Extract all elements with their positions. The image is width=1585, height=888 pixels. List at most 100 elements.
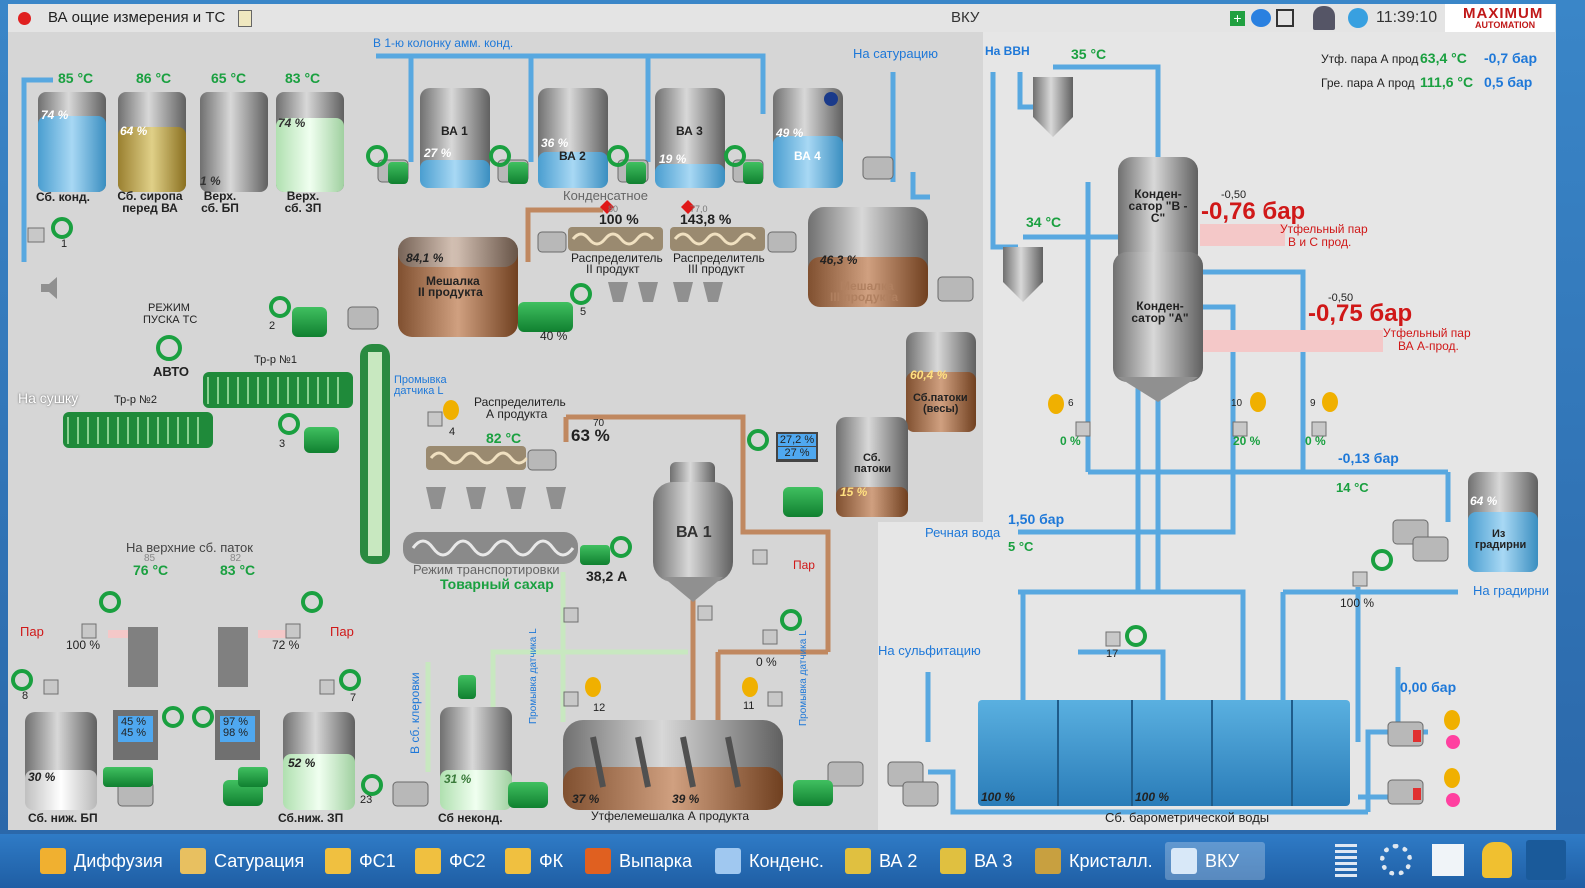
va3-icon (940, 848, 966, 874)
steam-row2-pressure: 0,5 бар (1484, 74, 1533, 90)
tank-bp-pct: 30 % (28, 770, 56, 784)
trend-icon[interactable] (1432, 844, 1464, 876)
taskbar-fs2[interactable]: ФС2 (415, 842, 486, 880)
tank-bp-name: Сб. ниж. БП (28, 811, 98, 825)
conveyor-1[interactable] (203, 372, 353, 408)
molasses-scale-tank[interactable] (906, 332, 976, 432)
va2-icon (845, 848, 871, 874)
tank-upper-bp[interactable] (200, 92, 268, 192)
tank-lower-bp[interactable] (25, 712, 97, 810)
tank0-pct: 74 % (41, 108, 69, 122)
telegram-icon[interactable] (1348, 8, 1368, 28)
taskbar: Диффузия Сатурация ФС1 ФС2 ФК Выпарка Ко… (0, 834, 1585, 888)
tank1-name: Сб. сиропа перед ВА (117, 189, 183, 215)
tank-upper-zp[interactable] (276, 92, 344, 192)
condenser-vs[interactable] (1118, 157, 1198, 267)
tank-syrup-va[interactable] (118, 92, 186, 192)
tank-sb-kond[interactable] (38, 92, 106, 192)
screw-distributor-2[interactable] (568, 227, 663, 251)
dist2-name2: II продукт (586, 262, 640, 276)
va3-pct: 19 % (659, 152, 687, 166)
tank-zp-name: Сб.ниж. ЗП (278, 811, 344, 825)
taskbar-crystallization[interactable]: Кристалл. (1035, 842, 1153, 880)
network-icon[interactable] (1276, 9, 1294, 27)
line-river-water: Речная вода (925, 525, 1001, 540)
taskbar-fk[interactable]: ФК (505, 842, 563, 880)
mode-label2: ПУСКА ТС (143, 314, 198, 326)
taskbar-va3[interactable]: ВА 3 (940, 842, 1012, 880)
distA-temp: 82 °C (486, 430, 522, 446)
taskbar-va2[interactable]: ВА 2 (845, 842, 917, 880)
valve9-id: 9 (1310, 398, 1316, 409)
operator-icon[interactable] (1313, 6, 1335, 30)
va1-center[interactable] (653, 462, 733, 602)
tank3-pct: 74 % (278, 116, 306, 130)
molasses-scale-name1: Сб.патоки (913, 392, 968, 404)
tank-lower-zp[interactable] (283, 712, 355, 810)
taskbar-saturation[interactable]: Сатурация (180, 842, 304, 880)
va-tank-3[interactable] (655, 88, 725, 188)
taskbar-condensate[interactable]: Конденс. (715, 842, 824, 880)
pump-pressure: 0,00 бар (1400, 679, 1457, 695)
clipboard-icon[interactable] (238, 10, 252, 27)
cond-a-steam1: Утфельный пар (1383, 326, 1471, 340)
utf-mixer-pct-right: 39 % (672, 792, 700, 806)
va-tank-2[interactable] (538, 88, 608, 188)
cooling-tank[interactable] (1468, 472, 1538, 572)
cond-top-temp: 35 °C (1071, 46, 1107, 62)
molasses-scale-pct: 60,4 % (910, 368, 948, 382)
hx-right-temp: 83 °C (220, 562, 256, 578)
taskbar-diffusion[interactable]: Диффузия (40, 842, 163, 880)
cooling-name2: градирни (1475, 539, 1527, 551)
hx-right-valve: 72 % (272, 638, 300, 652)
va-tank-1[interactable] (420, 88, 490, 188)
process-canvas (11, 32, 1556, 830)
line-to-drying: На сушку (18, 390, 79, 406)
cond-a-value: -0,75 бар (1308, 300, 1413, 327)
screw-distributor-3[interactable] (670, 227, 765, 251)
mode-value[interactable]: АВТО (153, 364, 190, 379)
settings-icon[interactable] (1380, 844, 1412, 876)
utf-mixer-pct-left: 37 % (572, 792, 600, 806)
va2-pct: 36 % (541, 136, 569, 150)
add-icon[interactable]: + (1230, 11, 1245, 26)
hx-right-display2: 98 % (223, 727, 249, 739)
hx-right-display1: 97 % (223, 716, 249, 728)
mixer3-pct: 46,3 % (820, 253, 858, 267)
va4-name: ВА 4 (794, 149, 821, 163)
tank-zp-pct: 52 % (288, 756, 316, 770)
utf-mixer-a[interactable] (563, 720, 783, 810)
taskbar-evaporation[interactable]: Выпарка (585, 842, 692, 880)
screw-distributor-a[interactable] (426, 446, 529, 470)
menu-icon[interactable] (1335, 844, 1357, 878)
barometric-tank[interactable] (978, 700, 1350, 806)
cond-vs-sp: -0,50 (1221, 189, 1247, 201)
elevator[interactable] (360, 344, 390, 564)
molasses-tank-pct: 15 % (840, 485, 868, 499)
va1-center-name: ВА 1 (676, 524, 712, 541)
va-tank-4[interactable] (773, 88, 843, 188)
line-to-column: В 1-ю колонку амм. конд. (373, 36, 514, 50)
taskbar-vku[interactable]: ВКУ (1165, 842, 1265, 880)
molasses-tank[interactable] (836, 417, 908, 517)
dist2-sp: 80 (608, 204, 619, 214)
line-upper-tanks: На верхние сб. паток (126, 540, 253, 555)
taskbar-fs1[interactable]: ФС1 (325, 842, 396, 880)
condenser-a[interactable] (1113, 252, 1203, 402)
steam-row1-temp: 63,4 °C (1420, 50, 1467, 66)
line-to-cooling: На градирни (1473, 583, 1549, 598)
conveyor-2[interactable] (63, 412, 213, 448)
screw-transport[interactable] (403, 532, 578, 564)
touch-icon[interactable] (1526, 840, 1566, 880)
mixer-2[interactable] (398, 237, 518, 337)
engineer-icon[interactable] (1482, 842, 1512, 878)
chat-icon[interactable] (1251, 9, 1271, 27)
valve6-pct: 0 % (1060, 434, 1081, 448)
tank-nekond[interactable] (440, 707, 512, 810)
dist3-name2: III продукт (688, 262, 745, 276)
mixer-3[interactable] (808, 207, 928, 307)
cond-a-steam2: ВА А-прод. (1398, 339, 1459, 353)
num-23: 23 (360, 794, 373, 806)
line-condensate: Конденсатное (563, 188, 649, 203)
close-icon[interactable] (18, 12, 31, 25)
